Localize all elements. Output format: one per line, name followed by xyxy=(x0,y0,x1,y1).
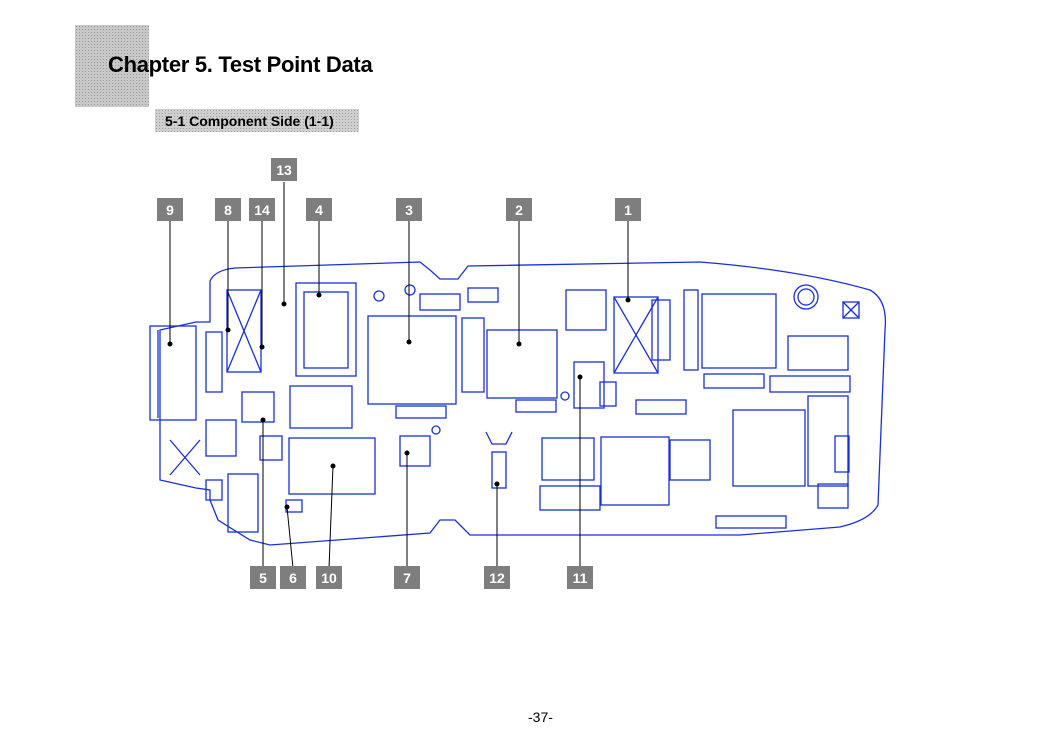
callout-12: 12 xyxy=(484,566,510,589)
component-12-outline xyxy=(491,451,507,489)
callout-3: 3 xyxy=(396,198,422,221)
callout-6: 6 xyxy=(280,566,306,589)
callout-14: 14 xyxy=(249,198,275,221)
page-number: -37- xyxy=(528,709,553,725)
callout-8: 8 xyxy=(215,198,241,221)
component-u602-outline xyxy=(701,293,777,369)
section-title-box xyxy=(155,109,359,132)
chapter-title: Chapter 5. Test Point Data xyxy=(108,52,373,77)
component-5-outline xyxy=(241,391,275,423)
callout-9: 9 xyxy=(157,198,183,221)
section-title: 5-1 Component Side (1-1) xyxy=(165,113,334,129)
component-4-outline xyxy=(295,282,357,377)
component-2-outline xyxy=(486,329,558,399)
callout-11: 11 xyxy=(567,566,593,589)
callout-2: 2 xyxy=(506,198,532,221)
component-1-outline xyxy=(613,296,659,374)
chapter-shade-block xyxy=(75,25,149,107)
leader-line-6 xyxy=(286,506,294,569)
callout-1: 1 xyxy=(615,198,641,221)
leader-line-10 xyxy=(328,465,334,569)
callout-4: 4 xyxy=(306,198,332,221)
callout-5: 5 xyxy=(250,566,276,589)
callout-13: 13 xyxy=(271,158,297,181)
board-outline xyxy=(159,261,887,546)
callout-7: 7 xyxy=(394,566,420,589)
side-connector xyxy=(149,325,197,421)
component-u601-outline xyxy=(732,409,806,487)
component-3-outline xyxy=(367,315,457,405)
callout-10: 10 xyxy=(316,566,342,589)
